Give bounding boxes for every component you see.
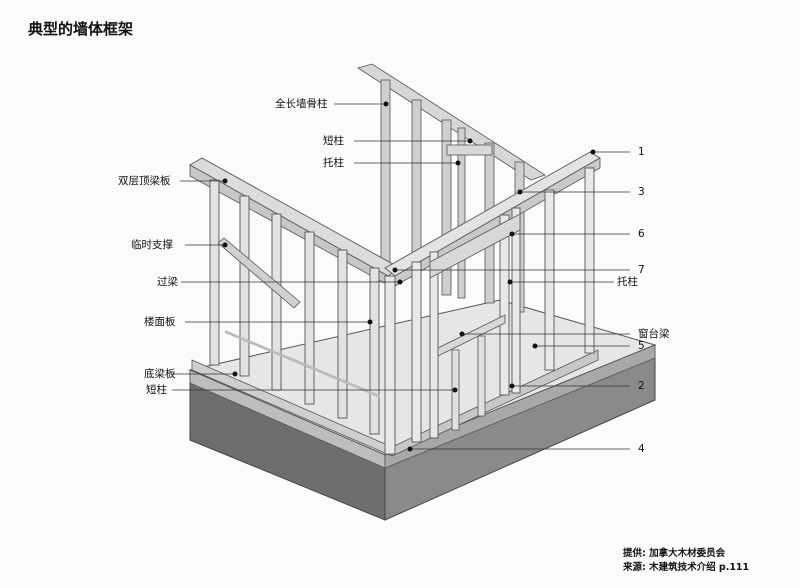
rim-joist-right	[384, 344, 656, 469]
window-sill	[437, 314, 506, 357]
label-number-3: 3	[638, 186, 645, 198]
label-number-6: 6	[638, 228, 645, 240]
label-trimmer-right: 托柱	[617, 276, 638, 288]
back-top-plate	[357, 63, 546, 181]
label-sill: 窗台梁	[638, 328, 670, 340]
label-number-4: 4	[638, 443, 645, 455]
label-number-7: 7	[638, 264, 645, 276]
label-cripple-top: 短柱	[323, 135, 344, 147]
temporary-brace	[217, 237, 301, 309]
label-full-stud: 全长墙骨柱	[275, 98, 328, 110]
label-subfloor: 楼面板	[144, 316, 176, 328]
back-header	[446, 144, 493, 156]
leader-lines	[172, 103, 630, 450]
label-bottom-plate: 底梁板	[144, 368, 176, 380]
leader-dots	[222, 101, 596, 452]
credit-provider: 提供: 加拿大木材委员会	[623, 548, 726, 559]
label-number-5: 5	[638, 340, 645, 352]
label-temp-brace: 临时支撑	[131, 239, 173, 251]
subfloor-plane	[225, 330, 380, 398]
right-top-plate-lower	[394, 157, 601, 287]
door-header	[429, 213, 521, 279]
label-header: 过梁	[157, 276, 178, 288]
credit-source: 来源: 木建筑技术介绍 p.111	[623, 562, 750, 573]
left-top-plate-lower	[189, 164, 389, 286]
page-title: 典型的墙体框架	[28, 20, 134, 38]
label-double-top-plate: 双层顶梁板	[118, 175, 171, 187]
left-double-top-plate	[189, 157, 401, 277]
label-number-1: 1	[638, 146, 645, 158]
label-cripple-bottom: 短柱	[146, 384, 167, 396]
label-number-2: 2	[638, 380, 645, 392]
label-trimmer-top: 托柱	[323, 157, 344, 169]
right-wall-studs	[384, 167, 595, 455]
